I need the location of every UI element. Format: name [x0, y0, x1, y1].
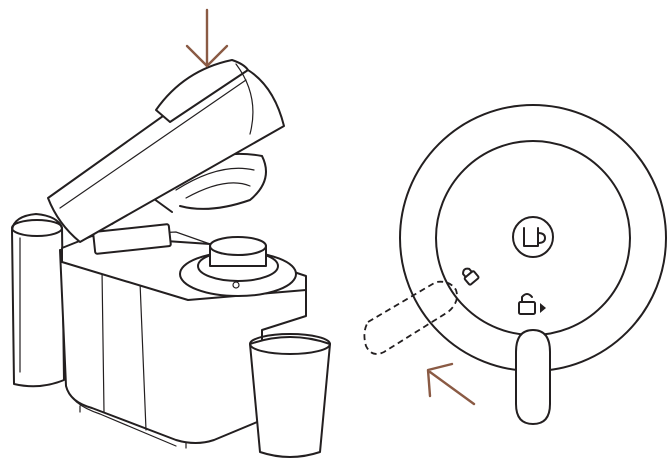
- coffee-cup: [249, 333, 331, 458]
- open-lock-arrow-icon: [518, 293, 546, 315]
- capsule-deck: [61, 223, 307, 301]
- water-tank: [11, 213, 65, 388]
- cup-icon: [523, 227, 546, 247]
- machine-lid: [47, 59, 285, 243]
- press-down-arrow: [185, 8, 229, 68]
- capsule-outline: [363, 280, 458, 355]
- closed-lock-icon: [462, 267, 480, 286]
- arrow-up-left-icon: [426, 362, 476, 406]
- coffee-machine: [11, 8, 331, 458]
- lid-handle[interactable]: [515, 329, 551, 425]
- lid-top-view: [363, 104, 667, 425]
- center-cup-button[interactable]: [512, 216, 554, 258]
